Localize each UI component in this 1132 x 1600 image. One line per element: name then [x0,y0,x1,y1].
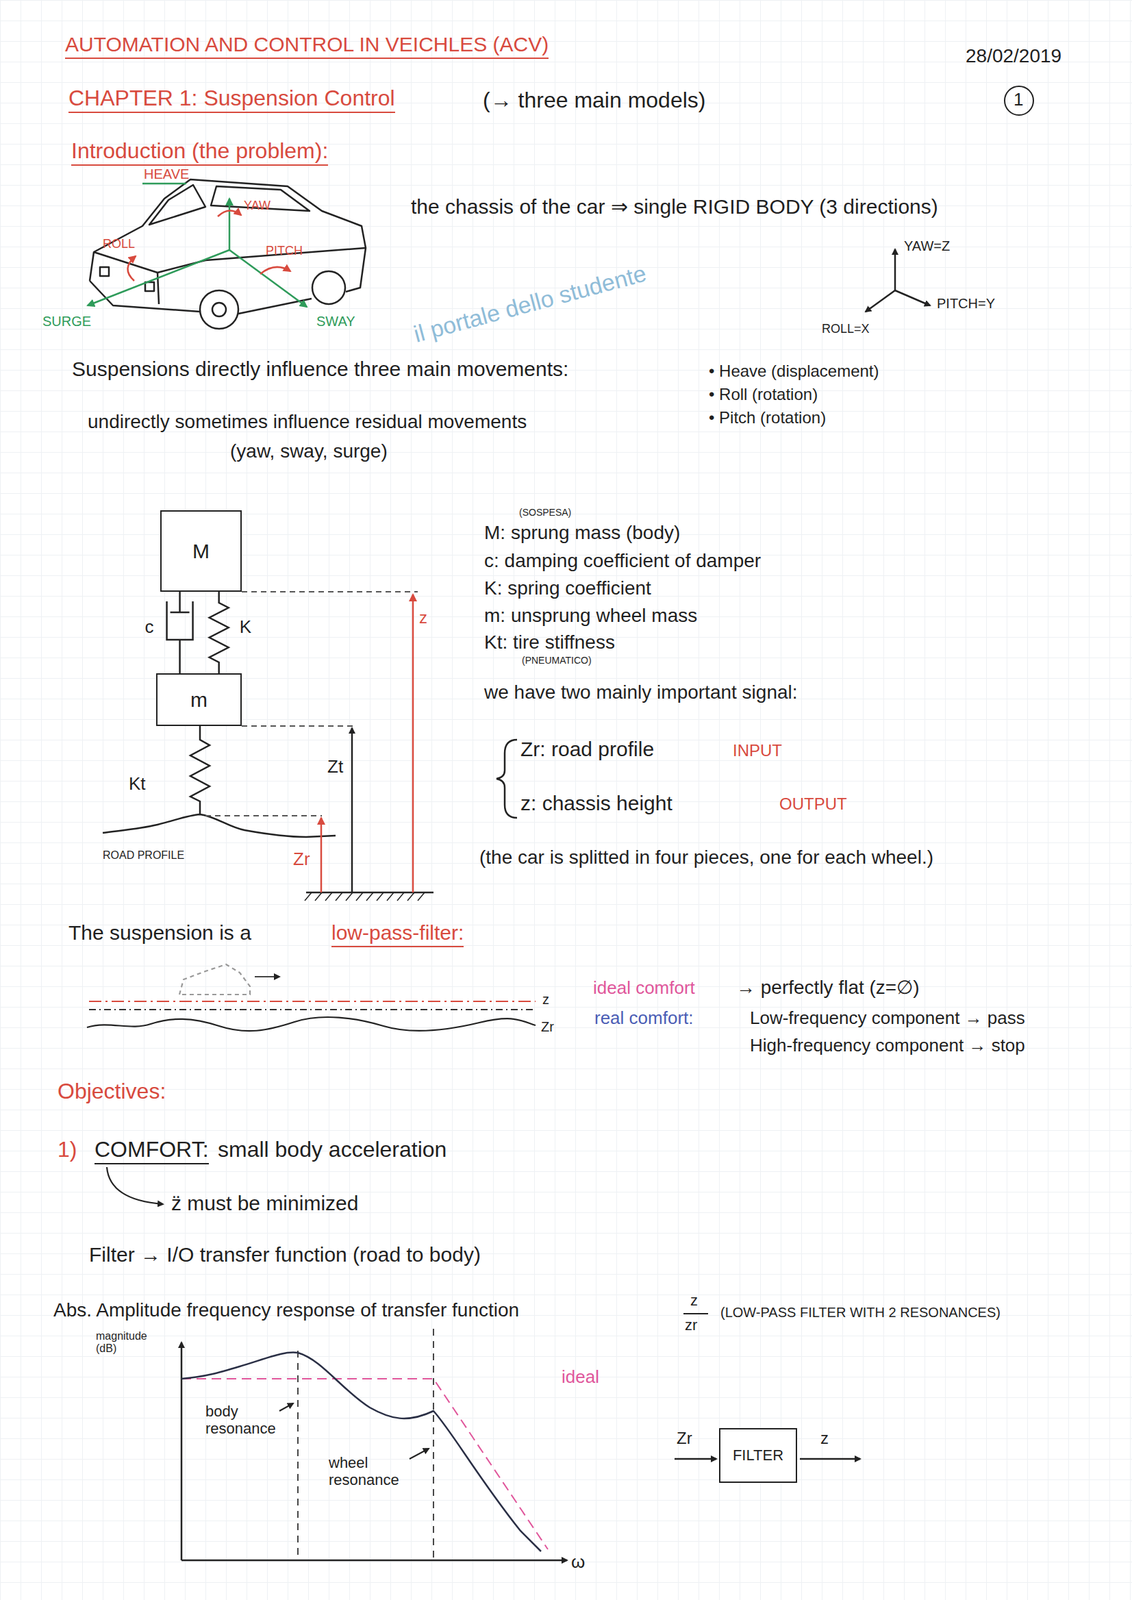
signal-name: Zr [541,1019,555,1035]
bullet-item: • Roll (rotation) [708,384,818,405]
signal-role: INPUT [732,740,783,761]
signal-name: z [542,991,550,1008]
note-text: Filter → I/O transfer function (road to … [89,1242,481,1267]
plot-label: body resonance [205,1402,292,1438]
definition: K: spring coefficient [484,577,652,600]
key-term: ideal comfort [593,977,696,999]
note-text: The suspension is a [68,921,252,946]
axis-triad [865,249,930,312]
signal-name: z [820,1428,829,1448]
signal-name: z [419,608,428,628]
signal-name: Zr [676,1428,693,1448]
pointer-arrow [106,1166,163,1204]
watermark: il portale dello studente [410,259,650,348]
axis-label: YAW [243,198,271,213]
signal-arrow [674,1457,717,1461]
signal-name: Zr [293,849,311,870]
note-text: (yaw, sway, surge) [230,440,388,463]
axis-label: PITCH [265,243,303,259]
section-heading: Objectives: [57,1078,166,1104]
axis-label: SURGE [42,313,92,330]
note-text: (LOW-PASS FILTER WITH 2 RESONANCES) [720,1304,1001,1321]
signal-role: OUTPUT [779,794,848,814]
plot-label: wheel resonance [328,1453,422,1489]
signal-definition: Zr: road profile [520,737,654,762]
translation-note: (SOSPESA) [519,506,572,518]
date: 28/02/2019 [965,45,1062,68]
translation-note: (PNEUMATICO) [521,654,592,666]
note-text: the chassis of the car ⇒ single RIGID BO… [410,195,939,220]
bullet-item: • Heave (displacement) [708,361,880,381]
fraction-part: zr [684,1316,698,1334]
note-text: undirectly sometimes influence residual … [87,410,527,433]
fraction-part: z [690,1291,698,1309]
brace [496,739,518,818]
definition: m: unsprung wheel mass [484,604,698,627]
component-label: ROAD PROFILE [102,849,185,862]
car-axes [87,183,307,307]
axis-label: PITCH=Y [936,295,996,312]
note-text: → perfectly flat (z=∅) [736,976,920,999]
key-term: low-pass-filter: [331,921,464,948]
axis-label: ROLL [102,236,135,252]
note-text: small body acceleration [217,1136,447,1163]
filter-block: FILTER [719,1427,798,1483]
key-term: real comfort: [594,1008,694,1029]
road-sketch [86,964,536,1031]
note-text: we have two mainly important signal: [484,681,798,704]
block-label: m [190,688,208,711]
note-text: z̈ must be minimized [171,1191,359,1216]
damper-connector [167,591,194,674]
block-label: M [192,539,210,563]
signal-arrow [799,1457,861,1461]
edge-label: c [145,617,155,637]
axis-label: ROLL=X [821,321,870,337]
mass-block: M [160,510,242,592]
note-text: (→ three main models) [482,87,706,113]
mass-block: m [156,673,242,726]
list-number: 1) [57,1136,77,1163]
signal-name: Zt [327,756,344,778]
plot-label: ideal [561,1366,600,1388]
signal-definition: z: chassis height [520,791,673,816]
definition: Kt: tire stiffness [484,631,615,654]
frequency-plot [181,1328,568,1561]
car-drawing [89,179,366,329]
axis-label: ω [571,1551,585,1573]
axis-label: magnitude (dB) [95,1329,165,1356]
bullet-item: • Pitch (rotation) [708,408,826,428]
key-term: COMFORT: [94,1136,209,1165]
note-text: High-frequency component → stop [749,1035,1026,1056]
page-title: AUTOMATION AND CONTROL IN VEICHLES (ACV) [65,32,549,59]
note-text: Abs. Amplitude frequency response of tra… [53,1299,520,1322]
quarter-car-model [102,591,434,901]
axis-label: SWAY [316,313,356,330]
chapter-heading: CHAPTER 1: Suspension Control [68,85,396,113]
definition: M: sprung mass (body) [484,521,681,544]
spring-connector [209,591,229,674]
fraction-bar [683,1312,709,1315]
page-number: 1 [1013,89,1024,111]
axis-label: HEAVE [143,166,190,183]
edge-label: K [239,617,252,637]
definition: c: damping coefficient of damper [484,549,761,572]
note-text: (the car is splitted in four pieces, one… [479,846,934,869]
component-label: Kt [128,773,146,795]
block-label: FILTER [732,1447,784,1464]
note-text: Low-frequency component → pass [749,1008,1026,1029]
note-text: Suspensions directly influence three mai… [71,357,569,382]
page-circle [1004,86,1034,116]
section-heading: Introduction (the problem): [71,138,329,166]
axis-label: YAW=Z [903,238,950,255]
